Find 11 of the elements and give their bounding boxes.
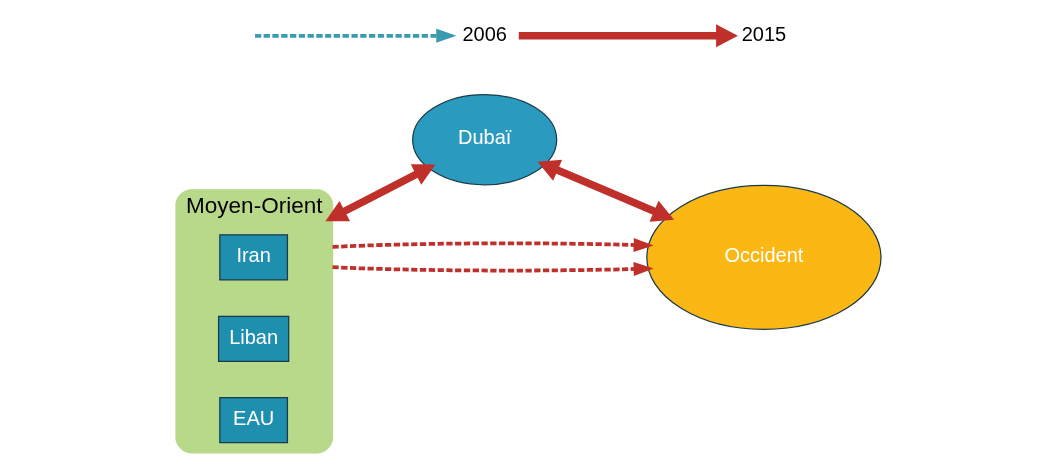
node-box: Liban bbox=[217, 315, 289, 362]
arrow bbox=[331, 237, 654, 252]
node-text: 2006 bbox=[461, 22, 507, 45]
arrow bbox=[254, 28, 456, 43]
arrow bbox=[324, 164, 435, 222]
arrow bbox=[537, 159, 674, 222]
node-box: EAU bbox=[218, 397, 288, 444]
node-box: Iran bbox=[218, 234, 288, 281]
node-ellipse: Occident bbox=[645, 184, 882, 331]
arrow bbox=[331, 262, 654, 277]
node-text: 2015 bbox=[741, 22, 786, 45]
